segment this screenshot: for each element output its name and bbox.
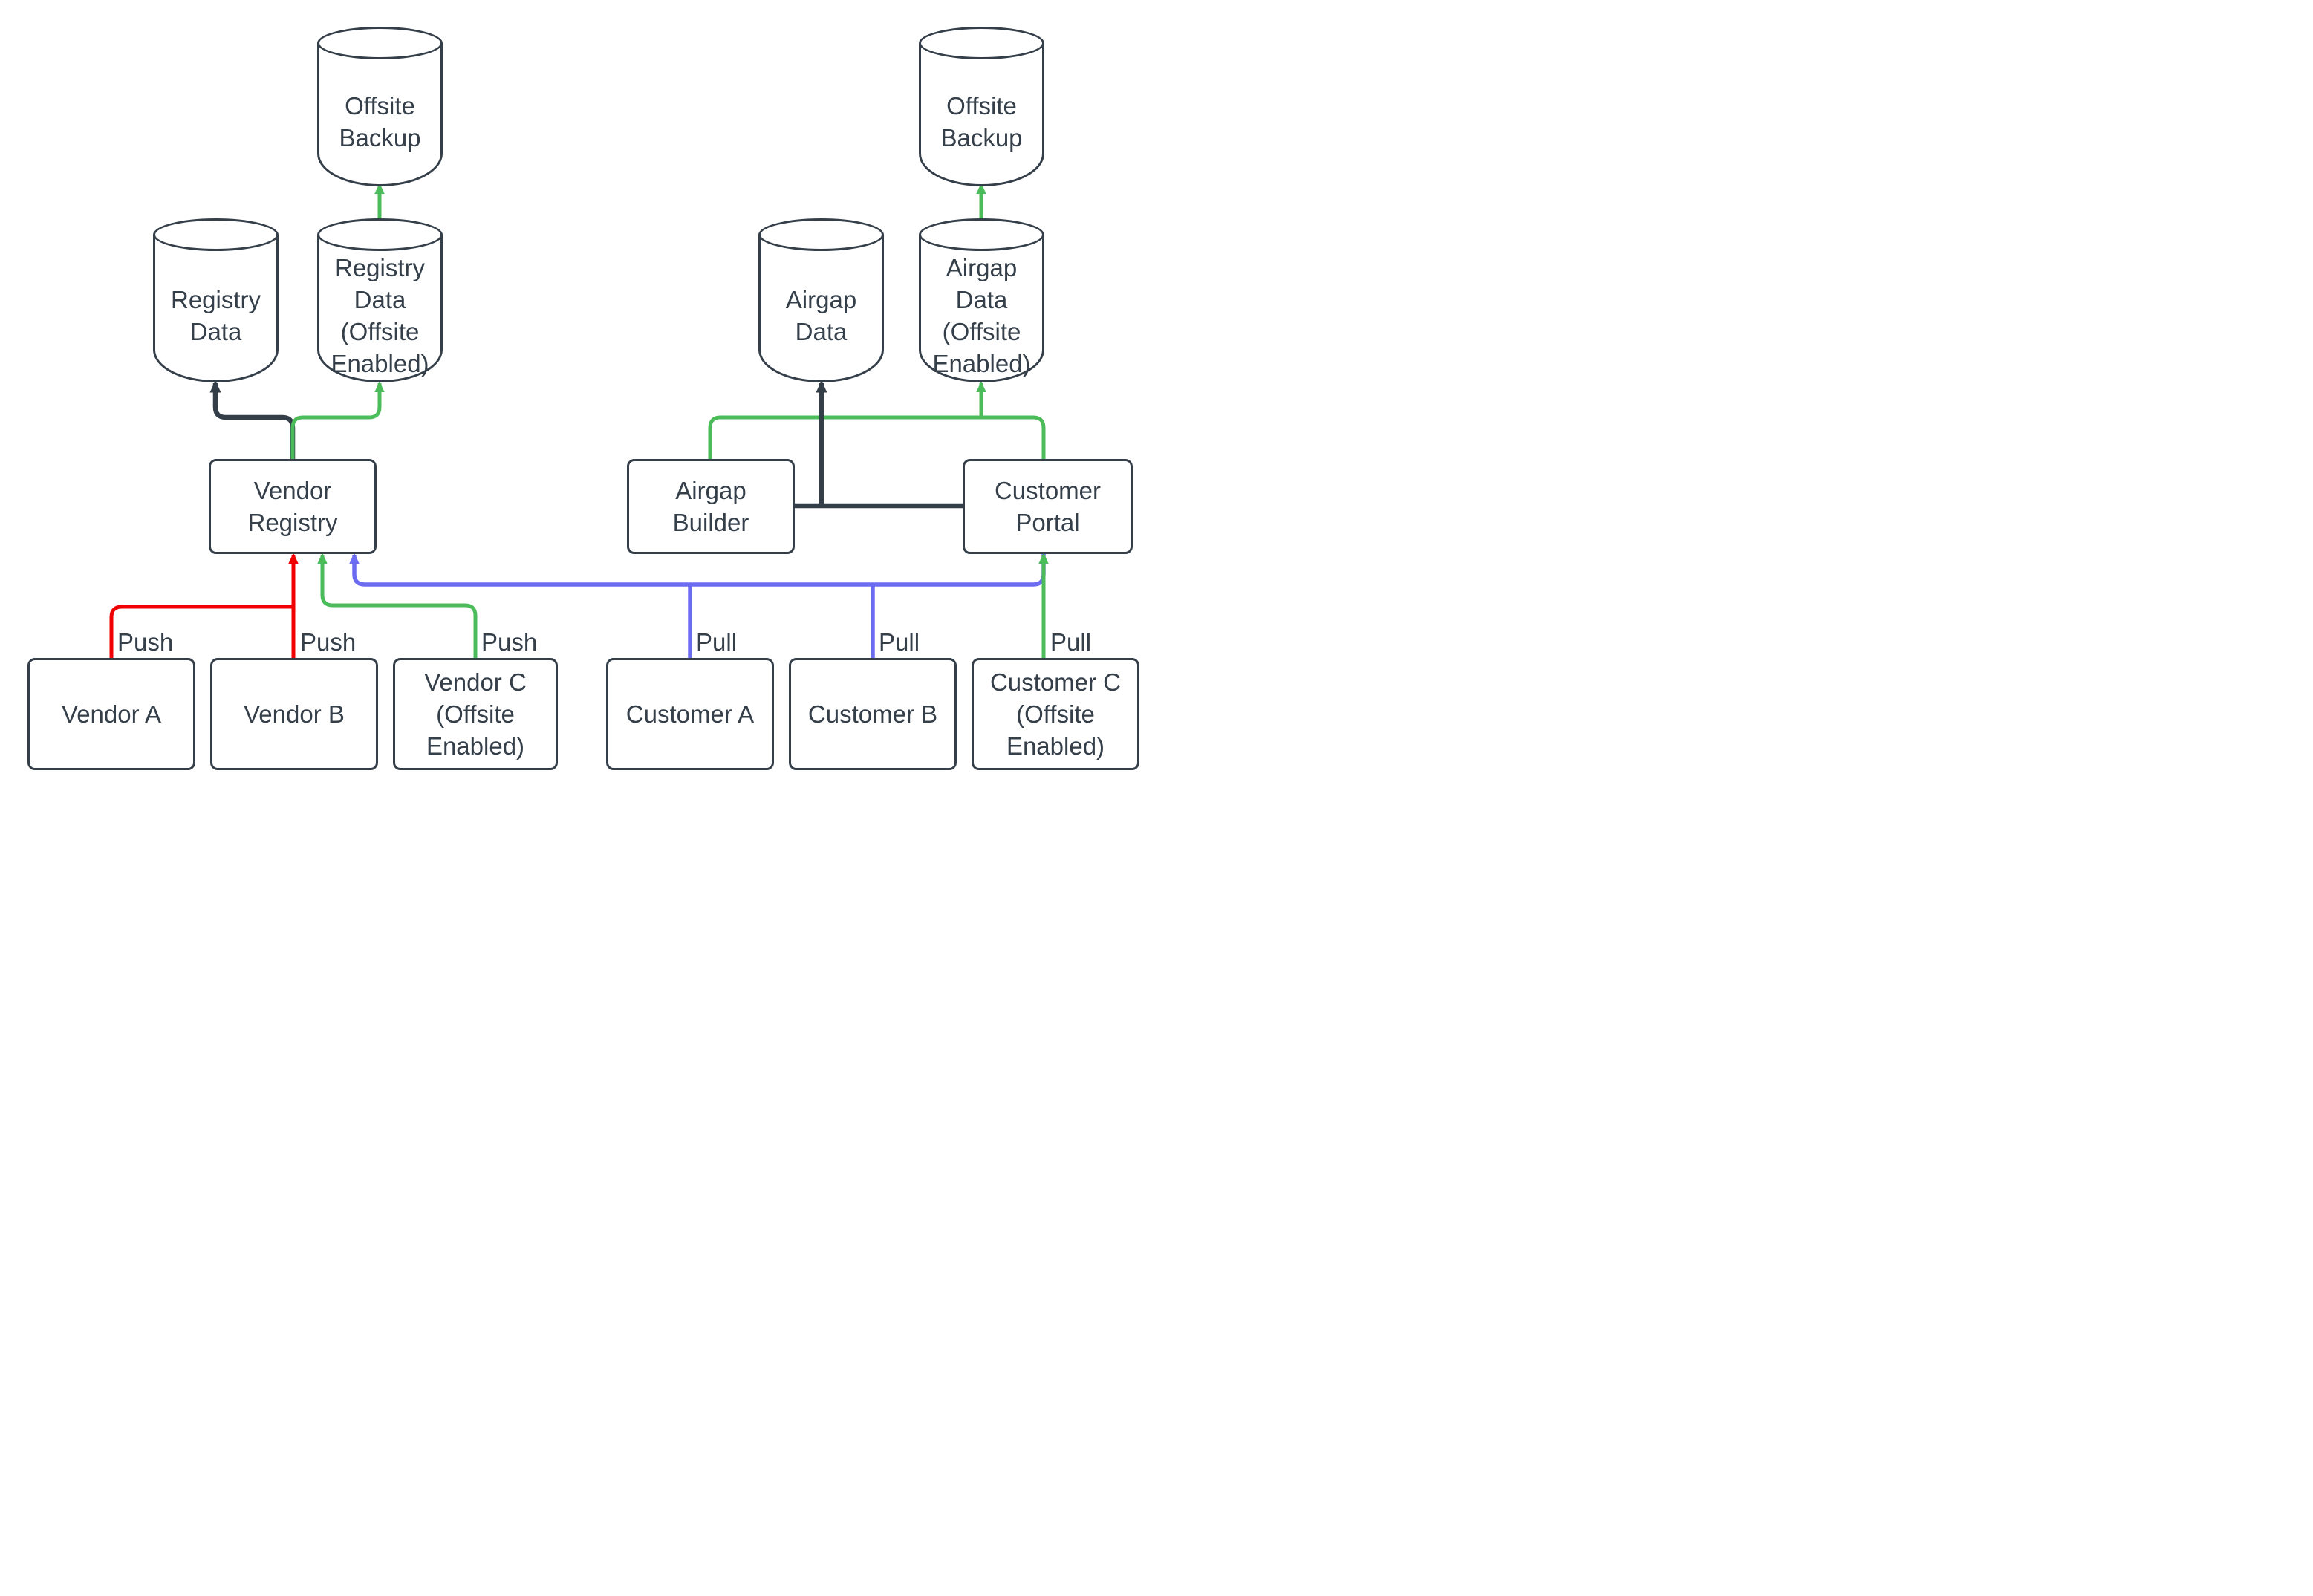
- label-line: Offsite: [946, 91, 1017, 120]
- cylinder-body: [919, 235, 1044, 382]
- edge-vendor-registry-to-registry-data: [209, 380, 296, 459]
- edge-label-push-vendor-c: Push: [481, 628, 538, 656]
- cylinder-body: [758, 235, 884, 382]
- label-line: Customer: [994, 477, 1102, 504]
- label-line: Data: [955, 285, 1008, 313]
- label-line: Airgap: [946, 253, 1018, 281]
- label-line: Airgap: [675, 477, 746, 504]
- cylinder-top: [317, 218, 443, 251]
- label-line: Vendor: [253, 477, 332, 504]
- cylinder-body: [919, 43, 1044, 186]
- edge-customer-portal-to-vendor-registry: [349, 553, 1046, 587]
- edge-label-push-vendor-b: Push: [300, 628, 357, 656]
- cylinder-body: [153, 235, 279, 382]
- label-line: Data: [795, 317, 848, 345]
- edge-airgap-builder-green-riser: [708, 415, 981, 459]
- label-line: Customer B: [807, 700, 938, 728]
- label-line: Customer C: [989, 668, 1122, 696]
- node-label: Offsite Backup: [919, 59, 1044, 183]
- node-label: Vendor B: [244, 698, 345, 730]
- node-label: Airgap Data: [758, 251, 884, 380]
- label-line: Enabled): [426, 732, 525, 760]
- cylinder-top: [153, 218, 279, 251]
- node-customer-b: Customer B: [789, 658, 957, 770]
- edge-label-push-vendor-a: Push: [117, 628, 174, 656]
- cylinder-body: [317, 43, 443, 186]
- node-offsite-backup-right: Offsite Backup: [919, 27, 1044, 186]
- label-line: (Offsite: [340, 317, 420, 345]
- node-registry-data: Registry Data: [153, 218, 279, 382]
- label-line: Registry: [247, 509, 338, 536]
- node-label: Vendor A: [62, 698, 161, 730]
- cylinder-top: [919, 218, 1044, 251]
- cylinder-body: [317, 235, 443, 382]
- label-line: (Offsite: [942, 317, 1021, 345]
- label-line: Enabled): [932, 349, 1031, 377]
- cylinder-top: [919, 27, 1044, 59]
- architecture-diagram: Offsite Backup Offsite Backup Registry D…: [0, 0, 1156, 798]
- node-label: Offsite Backup: [317, 59, 443, 183]
- node-vendor-b: Vendor B: [210, 658, 378, 770]
- label-line: Registry: [170, 285, 261, 313]
- label-line: Vendor A: [62, 700, 161, 728]
- label-line: Backup: [940, 123, 1023, 152]
- label-line: Backup: [339, 123, 421, 152]
- label-line: Data: [189, 317, 242, 345]
- node-airgap-data-offsite: Airgap Data (Offsite Enabled): [919, 218, 1044, 382]
- node-customer-c: Customer C (Offsite Enabled): [972, 658, 1139, 770]
- node-label: Airgap Data (Offsite Enabled): [919, 251, 1044, 380]
- node-offsite-backup-left: Offsite Backup: [317, 27, 443, 186]
- edge-label-pull-customer-a: Pull: [696, 628, 738, 656]
- edge-label-pull-customer-c: Pull: [1050, 628, 1092, 656]
- node-vendor-c: Vendor C (Offsite Enabled): [393, 658, 558, 770]
- node-registry-data-offsite: Registry Data (Offsite Enabled): [317, 218, 443, 382]
- label-line: Vendor C: [424, 668, 527, 696]
- label-line: (Offsite: [436, 700, 515, 728]
- node-vendor-a: Vendor A: [27, 658, 195, 770]
- diagram-edges-layer: [109, 183, 1049, 658]
- cylinder-top: [758, 218, 884, 251]
- node-label: Vendor Registry: [247, 475, 337, 538]
- node-customer-a: Customer A: [606, 658, 774, 770]
- node-airgap-builder: Airgap Builder: [627, 459, 795, 554]
- label-line: Customer A: [625, 700, 755, 728]
- edge-customer-portal-green-riser: [981, 415, 1046, 459]
- node-label: Airgap Builder: [673, 475, 749, 538]
- node-airgap-data: Airgap Data: [758, 218, 884, 382]
- node-label: Customer B: [808, 698, 937, 730]
- node-label: Customer C (Offsite Enabled): [990, 666, 1121, 762]
- node-label: Customer A: [626, 698, 754, 730]
- label-line: Offsite: [345, 91, 415, 120]
- cylinder-top: [317, 27, 443, 59]
- edge-vendor-c-push-to-vendor-registry: [317, 553, 478, 658]
- edge-vendor-registry-to-registry-data-offsite: [290, 381, 385, 459]
- label-line: Builder: [672, 509, 749, 536]
- label-line: Portal: [1015, 509, 1080, 536]
- edge-label-pull-customer-b: Pull: [879, 628, 920, 656]
- label-line: Enabled): [331, 349, 429, 377]
- label-line: Vendor B: [244, 700, 345, 728]
- node-label: Registry Data: [153, 251, 279, 380]
- edge-vendor-a-push-branch: [109, 605, 293, 658]
- label-line: Enabled): [1006, 732, 1105, 760]
- label-line: Data: [354, 285, 406, 313]
- node-label: Registry Data (Offsite Enabled): [317, 251, 443, 380]
- label-line: Airgap: [785, 285, 857, 313]
- node-label: Customer Portal: [995, 475, 1101, 538]
- node-label: Vendor C (Offsite Enabled): [424, 666, 527, 762]
- label-line: (Offsite: [1016, 700, 1095, 728]
- node-vendor-registry: Vendor Registry: [209, 459, 377, 554]
- node-customer-portal: Customer Portal: [963, 459, 1133, 554]
- label-line: Registry: [334, 253, 426, 281]
